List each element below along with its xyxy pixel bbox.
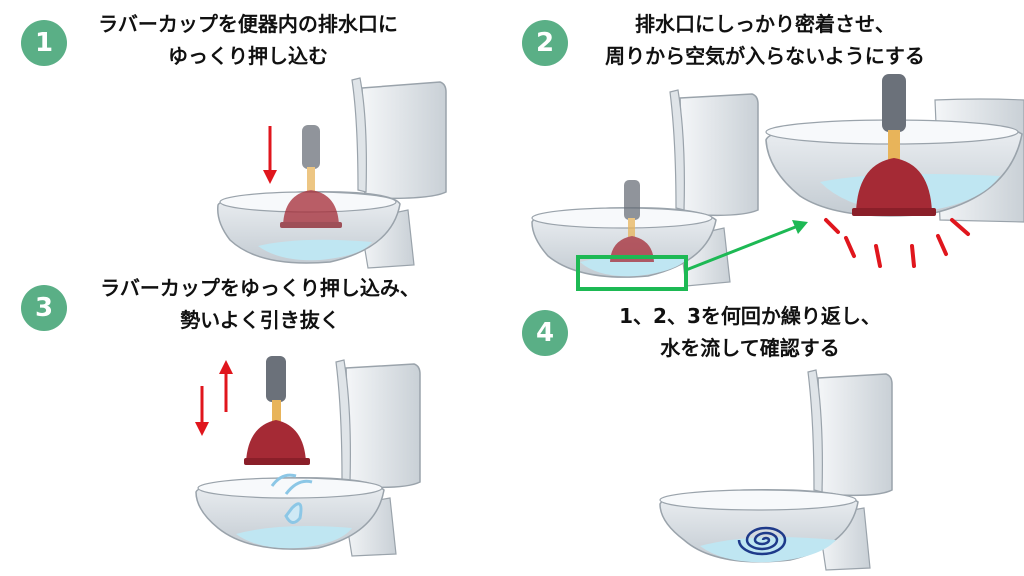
step-3-line1: ラバーカップをゆっくり押し込み、 xyxy=(100,276,420,300)
step-3-text: ラバーカップをゆっくり押し込み、 勢いよく引き抜く xyxy=(80,272,440,336)
drain-highlight-box xyxy=(576,255,688,291)
step-1-text: ラバーカップを便器内の排水口に ゆっくり押し込む xyxy=(78,8,418,72)
splash-icon xyxy=(270,473,313,524)
step-1-toilet xyxy=(217,77,447,269)
step-4-line2: 水を流して確認する xyxy=(660,336,840,360)
step-1-line1: ラバーカップを便器内の排水口に xyxy=(98,12,398,36)
step-1-line2: ゆっくり押し込む xyxy=(168,44,328,68)
step-1-badge: 1 xyxy=(21,20,67,66)
step-1-down-arrow xyxy=(263,126,277,184)
zoom-arrow xyxy=(685,220,808,272)
step-4-text: 1、2、3を何回か繰り返し、 水を流して確認する xyxy=(590,300,910,364)
step-3-down-arrow xyxy=(195,386,209,436)
step-4-toilet xyxy=(659,369,893,571)
step-3-plunger xyxy=(244,356,310,465)
step-2-line2: 周りから空気が入らないようにする xyxy=(605,44,925,68)
seal-red-marks xyxy=(824,218,970,268)
swirl-icon xyxy=(737,526,787,556)
step-1-plunger xyxy=(280,125,342,228)
step-3-badge: 3 xyxy=(21,285,67,331)
step-3-line2: 勢いよく引き抜く xyxy=(180,308,340,332)
step-2-text: 排水口にしっかり密着させ、 周りから空気が入らないようにする xyxy=(585,8,945,72)
step-4-line1: 1、2、3を何回か繰り返し、 xyxy=(619,304,881,328)
step-2-zoomed-plunger xyxy=(852,74,936,216)
step-2-line1: 排水口にしっかり密着させ、 xyxy=(635,12,895,36)
step-4-badge: 4 xyxy=(522,310,568,356)
step-3-up-arrow xyxy=(219,360,233,412)
step-2-badge: 2 xyxy=(522,20,568,66)
